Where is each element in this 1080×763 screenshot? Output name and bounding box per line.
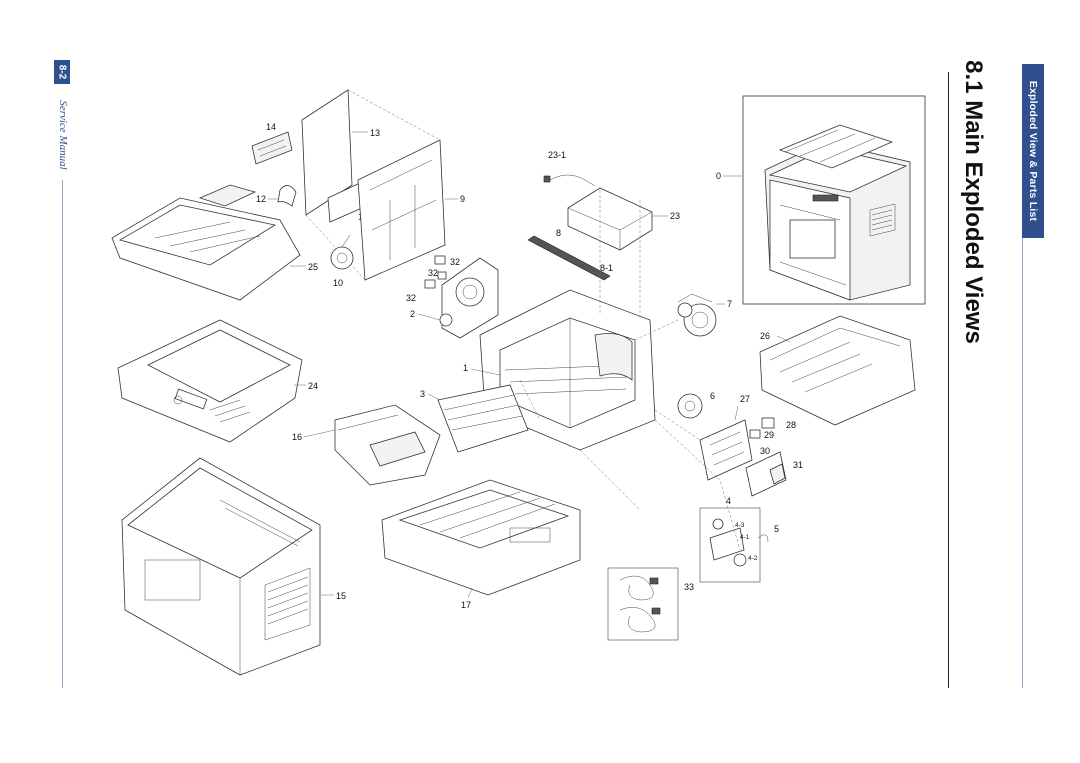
part-4-solenoid-assembly bbox=[699, 507, 761, 583]
callout-28: 28 bbox=[786, 420, 796, 430]
page-title-text: 8.1 Main Exploded Views bbox=[960, 60, 987, 344]
manual-label: Service Manual bbox=[56, 90, 70, 180]
title-rule bbox=[948, 72, 949, 688]
part-17-paper-tray bbox=[381, 479, 581, 596]
part-25-adf bbox=[111, 184, 301, 301]
callout-31: 31 bbox=[793, 460, 803, 470]
page-number-tab: 8-2 bbox=[54, 60, 70, 84]
part-24-scanner bbox=[117, 319, 303, 443]
callout-16: 16 bbox=[292, 432, 302, 442]
callout-14: 14 bbox=[266, 122, 276, 132]
callout-4-2: 4-2 bbox=[748, 555, 758, 562]
part-23-lsu bbox=[543, 174, 653, 251]
section-tab: Exploded View & Parts List bbox=[1022, 64, 1044, 238]
exploded-view-diagram: 0 25 24 bbox=[111, 89, 926, 676]
part-16-toner-cartridge bbox=[334, 404, 441, 486]
part-3-transfer-unit bbox=[437, 384, 529, 453]
callout-24: 24 bbox=[308, 381, 318, 391]
part-12-clip bbox=[277, 185, 297, 207]
callout-27: 27 bbox=[740, 394, 750, 404]
part-32-gears bbox=[424, 255, 447, 289]
callout-32b: 32 bbox=[428, 268, 438, 278]
part-31-heat-sink bbox=[769, 463, 786, 485]
callout-3: 3 bbox=[420, 389, 425, 399]
page-title: 8.1 Main Exploded Views bbox=[953, 60, 993, 344]
part-33-power-cords bbox=[607, 567, 679, 641]
callout-0: 0 bbox=[716, 171, 721, 181]
callout-32c: 32 bbox=[406, 293, 416, 303]
page-number: 8-2 bbox=[56, 64, 68, 80]
part-10-motor bbox=[330, 234, 354, 270]
part-27-main-board bbox=[699, 419, 753, 481]
callout-5: 5 bbox=[774, 524, 779, 534]
part-6-fan bbox=[677, 393, 703, 419]
part-0-assembled-printer bbox=[742, 95, 926, 305]
callout-32a: 32 bbox=[450, 257, 460, 267]
callout-6: 6 bbox=[710, 391, 715, 401]
callout-9: 9 bbox=[460, 194, 465, 204]
part-7-gear-assembly bbox=[677, 293, 717, 337]
callout-15: 15 bbox=[336, 591, 346, 601]
callout-25: 25 bbox=[308, 262, 318, 272]
part-29-connector bbox=[749, 429, 761, 439]
part-15-base-cabinet bbox=[121, 457, 321, 676]
callout-13: 13 bbox=[370, 128, 380, 138]
part-14-cover bbox=[251, 131, 293, 165]
part-28-connector bbox=[761, 417, 775, 429]
part-13-back-panel bbox=[301, 89, 353, 216]
callout-26: 26 bbox=[760, 331, 770, 341]
callout-1: 1 bbox=[463, 363, 468, 373]
callout-23: 23 bbox=[670, 211, 680, 221]
callout-30: 30 bbox=[760, 446, 770, 456]
right-margin-rule bbox=[1022, 238, 1023, 688]
left-margin-rule bbox=[62, 180, 63, 688]
callout-8-1: 8-1 bbox=[600, 263, 613, 273]
callout-8: 8 bbox=[556, 228, 561, 238]
callout-4-3: 4-3 bbox=[735, 522, 745, 529]
part-30-power-board bbox=[745, 451, 787, 497]
part-1-main-frame bbox=[479, 289, 656, 451]
callout-33: 33 bbox=[684, 582, 694, 592]
callout-23-1: 23-1 bbox=[548, 150, 566, 160]
callout-2: 2 bbox=[410, 309, 415, 319]
part-9-frame bbox=[305, 89, 446, 281]
callout-12: 12 bbox=[256, 194, 266, 204]
part-26-rear-cover bbox=[759, 315, 916, 426]
part-2-drive-unit bbox=[439, 257, 499, 339]
callout-4: 4 bbox=[726, 496, 731, 506]
callout-17: 17 bbox=[461, 600, 471, 610]
section-tab-label: Exploded View & Parts List bbox=[1027, 80, 1039, 222]
callout-7: 7 bbox=[727, 299, 732, 309]
manual-label-text: Service Manual bbox=[57, 100, 69, 170]
callout-29: 29 bbox=[764, 430, 774, 440]
assembly-guide-lines bbox=[519, 190, 741, 551]
part-8-fuser-roller bbox=[527, 235, 611, 281]
callout-4-1: 4-1 bbox=[740, 534, 750, 541]
part-5-cable bbox=[757, 534, 769, 543]
callout-10: 10 bbox=[333, 278, 343, 288]
